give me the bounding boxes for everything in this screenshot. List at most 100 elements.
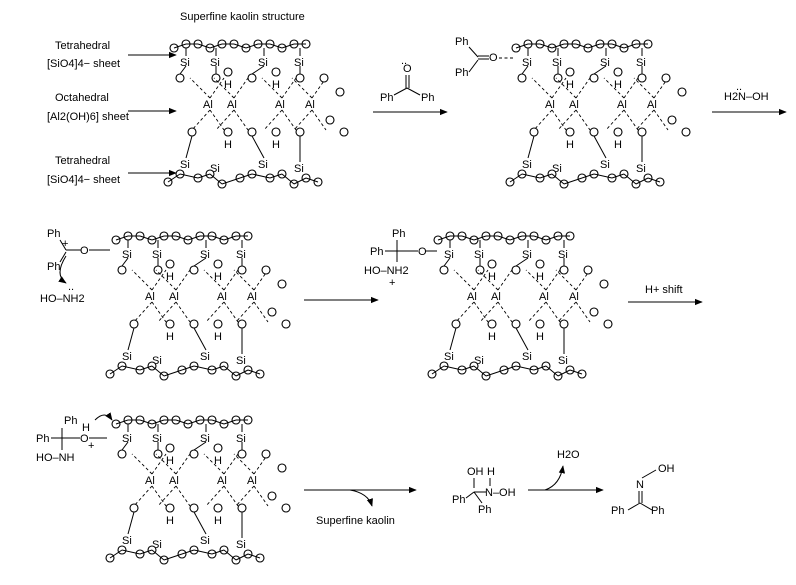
coordination-bond xyxy=(527,301,547,323)
s4-honh: HO–NH xyxy=(36,452,75,464)
coordination-bond xyxy=(157,301,177,323)
p1-ph-right: Ph xyxy=(478,504,491,516)
water-curved-arrow xyxy=(544,465,566,491)
bond xyxy=(587,43,601,49)
release-curved-arrow xyxy=(349,489,373,507)
bond xyxy=(473,365,487,377)
oxygen-atom xyxy=(267,491,277,501)
coordination-bond xyxy=(209,109,225,131)
coordination-bond xyxy=(635,109,655,131)
bond xyxy=(139,365,153,371)
bond xyxy=(247,369,261,375)
bond xyxy=(193,257,207,267)
aluminium-atom: Al xyxy=(275,99,285,111)
silicon-atom: Si xyxy=(552,163,562,175)
bond xyxy=(611,173,625,179)
bond xyxy=(223,365,237,377)
silicon-atom: Si xyxy=(152,433,162,445)
bond xyxy=(223,419,237,425)
oxygen-atom xyxy=(475,265,485,275)
hydrogen-atom: H xyxy=(272,139,280,151)
oxygen-atom xyxy=(261,265,271,275)
silicon-atom: Si xyxy=(152,539,162,551)
bond xyxy=(121,549,141,555)
hydrogen-atom: H xyxy=(614,139,622,151)
coordination-bond xyxy=(233,453,255,475)
oxygen-atom xyxy=(637,127,647,137)
oxygen-atom xyxy=(589,307,599,317)
bond xyxy=(461,235,475,241)
aluminium-atom: Al xyxy=(217,475,227,487)
silicon-atom: Si xyxy=(444,351,454,363)
s4-o: O xyxy=(80,433,89,445)
bond xyxy=(509,173,523,183)
oxygen-atom xyxy=(189,449,199,459)
bond xyxy=(223,549,237,561)
bond xyxy=(527,135,535,159)
p2-ph-left: Ph xyxy=(611,505,624,517)
silicon-atom: Si xyxy=(122,535,132,547)
coordination-bond xyxy=(575,109,591,131)
bond xyxy=(251,135,265,159)
aluminium-atom: Al xyxy=(247,291,257,303)
label-tetrahedral-bot-2: [SiO4]4− sheet xyxy=(47,174,120,186)
silicon-atom: Si xyxy=(200,351,210,363)
bond xyxy=(233,43,247,49)
benzophenone-reagent: O .. Ph Ph xyxy=(380,55,434,104)
oxygen-atom xyxy=(451,319,461,329)
oxygen-atom xyxy=(129,503,139,513)
oxygen-atom xyxy=(153,265,163,275)
bond xyxy=(635,177,649,185)
hydrogen-atom: H xyxy=(536,331,544,343)
coordination-bond xyxy=(233,269,255,291)
oxygen-atom xyxy=(295,127,305,137)
bond xyxy=(115,235,129,241)
bond xyxy=(197,173,211,179)
oxygen-atom xyxy=(165,259,175,269)
bond xyxy=(551,43,565,49)
bond xyxy=(121,257,129,267)
bond xyxy=(521,173,541,179)
bond xyxy=(193,441,207,451)
coordination-bond xyxy=(133,301,153,323)
bond xyxy=(305,177,319,183)
bond xyxy=(211,419,225,425)
svg-text:..: .. xyxy=(401,55,407,67)
bond xyxy=(533,235,547,241)
oxygen-atom xyxy=(223,127,233,137)
s3-ph-left: Ph xyxy=(370,246,383,258)
oxygen-atom xyxy=(223,67,233,77)
oxygen-atom xyxy=(237,449,247,459)
coordination-bond xyxy=(263,109,283,131)
silicon-atom: Si xyxy=(122,433,132,445)
label-tetrahedral-top-1: Tetrahedral xyxy=(55,40,110,52)
bond xyxy=(473,235,487,241)
oxygen-atom xyxy=(189,503,199,513)
coordination-bond xyxy=(479,301,499,323)
oxygen-atom xyxy=(189,265,199,275)
silicon-atom: Si xyxy=(558,355,568,367)
bond xyxy=(181,549,195,555)
silicon-atom: Si xyxy=(200,535,210,547)
label-octahedral-2: [Al2(OH)6] sheet xyxy=(47,111,129,123)
oxygen-atom xyxy=(267,307,277,317)
bond xyxy=(179,65,187,75)
silicon-atom: Si xyxy=(152,249,162,261)
p2-oh: OH xyxy=(658,463,675,475)
bond xyxy=(515,365,535,371)
oxygen-atom xyxy=(661,73,671,83)
coordination-bond xyxy=(551,77,567,99)
bond xyxy=(139,235,153,241)
bond xyxy=(209,43,223,49)
coordination-bond xyxy=(253,485,269,507)
coordination-bond xyxy=(293,109,313,131)
bond xyxy=(127,327,135,351)
coordination-bond xyxy=(281,77,297,99)
silicon-atom: Si xyxy=(210,163,220,175)
svg-text:O: O xyxy=(418,246,427,258)
oxygen-atom xyxy=(511,265,521,275)
coordination-bond xyxy=(473,269,489,291)
oxygen-atom xyxy=(335,87,345,97)
